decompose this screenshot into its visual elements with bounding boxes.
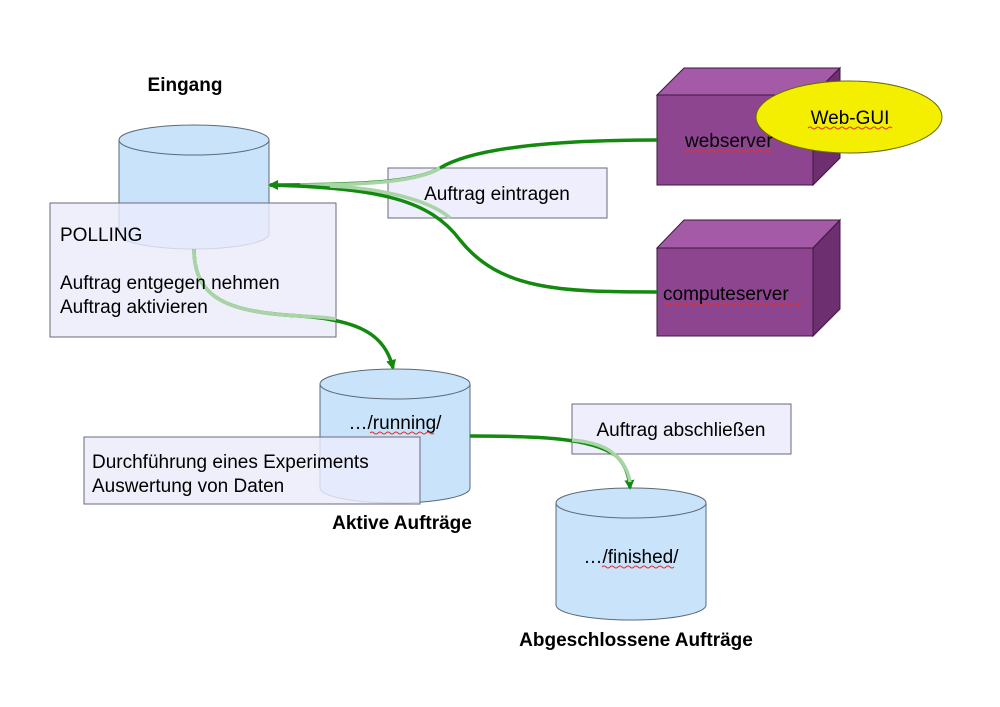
arrow-webserver-faded-segment [299,166,441,187]
polling-title: POLLING [60,225,142,246]
computeserver-label: computeserver [663,284,789,305]
spellcheck-webgui [807,126,893,130]
arrow-eingang-faded-segment [192,248,337,321]
arrow-running-faded-segment [571,438,632,483]
experiment-box [83,436,421,505]
spellcheck-computeserver [663,302,805,306]
experiment-line-2: Auswertung von Daten [92,476,284,497]
spellcheck-running [369,431,435,435]
webserver-label: webserver [684,131,773,152]
eingang-label: Eingang [148,75,223,96]
running-path-label: …/running/ [349,413,443,434]
polling-line-2: Auftrag aktivieren [60,297,208,318]
computeserver-box [655,218,842,338]
auftrag-eintragen-label: Auftrag eintragen [424,184,570,205]
experiment-line-1: Durchführung eines Experiments [92,452,369,473]
auftrag-abschliessen-box [571,403,792,455]
webgui-bubble [755,80,943,154]
spellcheck-finished [601,565,675,569]
aktive-auftraege-label: Aktive Aufträge [332,513,472,534]
arrow-computeserver-faded-segment [329,184,452,220]
abgeschlossene-auftraege-label: Abgeschlossene Aufträge [519,630,753,651]
finished-database [555,487,707,621]
polling-line-1: Auftrag entgegen nehmen [60,273,280,294]
webgui-label: Web-GUI [811,108,890,129]
spellcheck-webserver [685,149,775,153]
finished-path-label: …/finished/ [583,547,679,568]
arrow-computeserver-to-eingang [269,183,658,294]
auftrag-abschliessen-label: Auftrag abschließen [597,420,766,441]
